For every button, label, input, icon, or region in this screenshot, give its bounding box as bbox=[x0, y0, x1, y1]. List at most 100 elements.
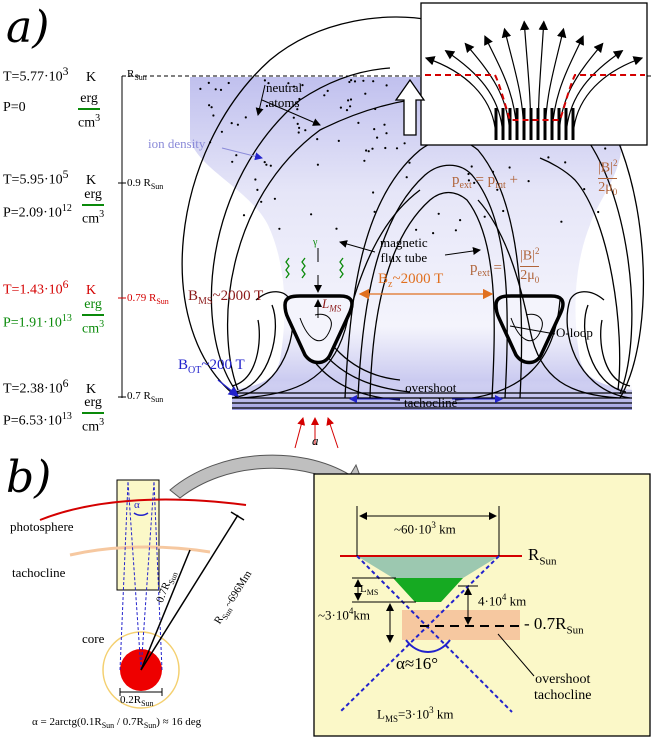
atom-dot bbox=[278, 227, 281, 230]
pointer-lines bbox=[255, 84, 556, 335]
level-0-r: RSun bbox=[127, 68, 147, 83]
atom-dot bbox=[235, 154, 238, 157]
level-0-t: T=5.77·103 K bbox=[3, 65, 97, 85]
zoom-overshoot-label: overshoot tachocline bbox=[534, 672, 592, 703]
o-loop-right bbox=[454, 291, 631, 401]
atom-dot bbox=[231, 160, 234, 163]
atom-dot bbox=[347, 99, 350, 102]
atom-dot bbox=[236, 123, 239, 126]
atom-dot bbox=[403, 142, 406, 145]
atom-dot bbox=[467, 172, 470, 176]
core-ring bbox=[102, 631, 180, 709]
level-1-p: P=2.09·1012 bbox=[3, 203, 72, 221]
zoom-lms-dim bbox=[352, 577, 416, 603]
alpha-small-label: α bbox=[134, 499, 140, 511]
atom-dot bbox=[527, 180, 530, 183]
o-loop-right-inner bbox=[510, 313, 543, 342]
zoom-lms-label: LMS bbox=[360, 583, 379, 598]
atom-dot bbox=[384, 146, 387, 150]
atom-dot bbox=[345, 109, 349, 112]
atom-dot bbox=[467, 179, 470, 182]
atom-dot bbox=[297, 131, 300, 134]
atom-dot bbox=[212, 114, 215, 117]
atom-dot bbox=[304, 129, 307, 132]
atom-dot bbox=[263, 161, 266, 164]
atom-dot bbox=[473, 181, 476, 184]
bms-label: BMS~2000 T bbox=[188, 288, 264, 307]
overshoot-tachocline-label: overshoot tachocline bbox=[404, 380, 458, 410]
level-2-r: 0.79 RSun bbox=[127, 292, 169, 307]
zoom-lower-green bbox=[393, 578, 463, 602]
zoom-overshoot-pointer bbox=[497, 633, 535, 677]
level-3-p: P=6.53·1013 bbox=[3, 411, 72, 429]
atom-dot bbox=[373, 210, 376, 213]
zoom-width-label: ~60·103 km bbox=[394, 520, 456, 537]
atom-dot bbox=[371, 147, 374, 150]
atom-dot bbox=[219, 88, 223, 91]
atom-dot bbox=[564, 161, 567, 164]
atom-dot bbox=[326, 89, 329, 92]
level-1-t: T=5.95·105 K bbox=[3, 168, 97, 188]
ion-density-label: ion density bbox=[148, 136, 206, 151]
atom-dot bbox=[242, 214, 246, 217]
atom-dot bbox=[292, 85, 296, 88]
atom-dot bbox=[363, 159, 366, 162]
zoom-4e4-dim bbox=[458, 585, 478, 625]
atom-dot bbox=[454, 229, 457, 232]
atom-dot bbox=[267, 82, 270, 85]
atom-dot bbox=[583, 188, 586, 191]
atom-dot bbox=[357, 121, 360, 124]
atom-dot bbox=[254, 178, 257, 181]
atom-dot bbox=[287, 82, 290, 85]
rise-arrow bbox=[394, 78, 426, 136]
zoom-r07-label: - 0.7RSun bbox=[524, 614, 584, 637]
zoom-alpha-arc bbox=[405, 639, 451, 653]
o-loop-left-shape bbox=[283, 294, 354, 365]
atom-dot bbox=[385, 132, 388, 135]
magnetic-flux-tube-label: magnetic flux tube bbox=[380, 235, 428, 265]
atom-dot bbox=[483, 215, 486, 218]
bot-label: BOT~200 T bbox=[178, 357, 245, 376]
rsun-line bbox=[140, 514, 239, 671]
panel-a-label: a) bbox=[6, 2, 50, 53]
atom-dot bbox=[385, 84, 388, 87]
atom-dot bbox=[362, 79, 365, 82]
inset-red-boundary bbox=[425, 74, 645, 121]
zoom-cone-left bbox=[356, 555, 513, 713]
panel-b-label: b) bbox=[6, 452, 52, 503]
atom-dot bbox=[292, 116, 295, 119]
r02-label: 0.2RSun bbox=[120, 694, 154, 709]
zoom-upper-green bbox=[357, 556, 499, 578]
atom-dot bbox=[364, 92, 367, 95]
atom-dot bbox=[316, 138, 319, 141]
photosphere-label: photosphere bbox=[10, 519, 74, 534]
atom-dot bbox=[301, 84, 304, 87]
atom-dot bbox=[560, 220, 563, 223]
level-2-t: T=1.43·106 K bbox=[3, 278, 97, 298]
atom-dot bbox=[367, 150, 370, 153]
atom-dot bbox=[470, 165, 473, 168]
tachocline-arc bbox=[69, 545, 211, 557]
atom-dot bbox=[230, 122, 233, 125]
atom-dot bbox=[459, 219, 462, 222]
atom-dot bbox=[383, 123, 386, 126]
pressure-eq-1: pext = pint + bbox=[452, 172, 518, 191]
pressure-eq-2: pext = bbox=[470, 260, 502, 279]
zoom-width-dim bbox=[356, 506, 500, 556]
level-0-p: P=0 bbox=[3, 100, 26, 115]
atom-dot bbox=[349, 105, 352, 108]
level-3-t: T=2.38·106 K bbox=[3, 377, 97, 397]
atom-dot bbox=[263, 79, 266, 82]
atom-dot bbox=[395, 147, 399, 150]
atom-dot bbox=[265, 163, 268, 166]
neutral-atoms-label: neutral atoms bbox=[266, 80, 303, 110]
atom-dot bbox=[210, 106, 213, 109]
atom-dot bbox=[502, 209, 505, 213]
photosphere-arc bbox=[39, 498, 247, 521]
atom-dot bbox=[260, 200, 263, 203]
atom-dot bbox=[508, 166, 511, 169]
